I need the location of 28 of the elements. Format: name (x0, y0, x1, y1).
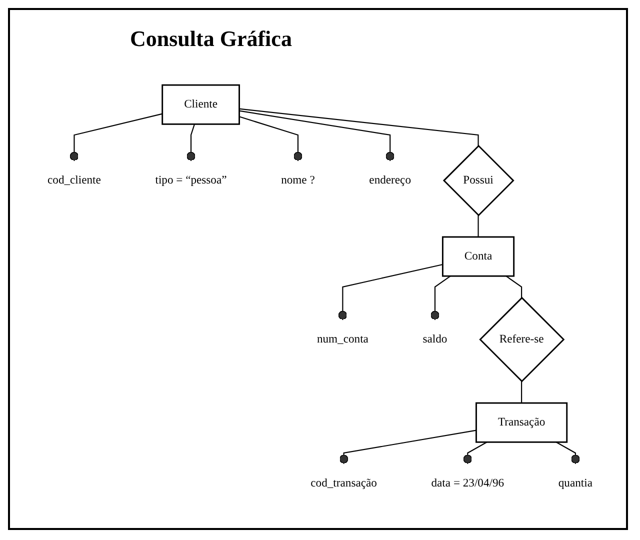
node-text: num_conta (316, 333, 368, 346)
diagram-title: Consulta Gráfica (130, 26, 292, 52)
connector (339, 430, 476, 464)
connector (556, 442, 580, 464)
node-box: Cliente (162, 84, 240, 125)
connector (70, 113, 162, 161)
connector (239, 116, 302, 161)
connector (430, 276, 451, 320)
connector (463, 442, 488, 464)
node-text: cod_transação (310, 476, 377, 490)
node-text: saldo (422, 333, 448, 346)
node-text: cod_cliente (48, 174, 101, 186)
connector (506, 276, 522, 298)
node-text: tipo = “pessoa” (155, 174, 227, 186)
node-text: quantia (558, 476, 592, 490)
connector (239, 108, 479, 146)
node-text: endereço (369, 174, 411, 186)
node-diamond: Refere-se (479, 296, 565, 382)
connector (478, 215, 479, 237)
node-box: Transação (476, 402, 568, 443)
node-box: Conta (442, 236, 515, 277)
connector (338, 264, 443, 320)
node-text: nome ? (281, 174, 315, 186)
connector (186, 124, 196, 161)
node-text: data = 23/04/96 (431, 476, 504, 490)
connector (521, 381, 522, 404)
connector (239, 110, 394, 161)
node-diamond: Possui (442, 144, 514, 216)
